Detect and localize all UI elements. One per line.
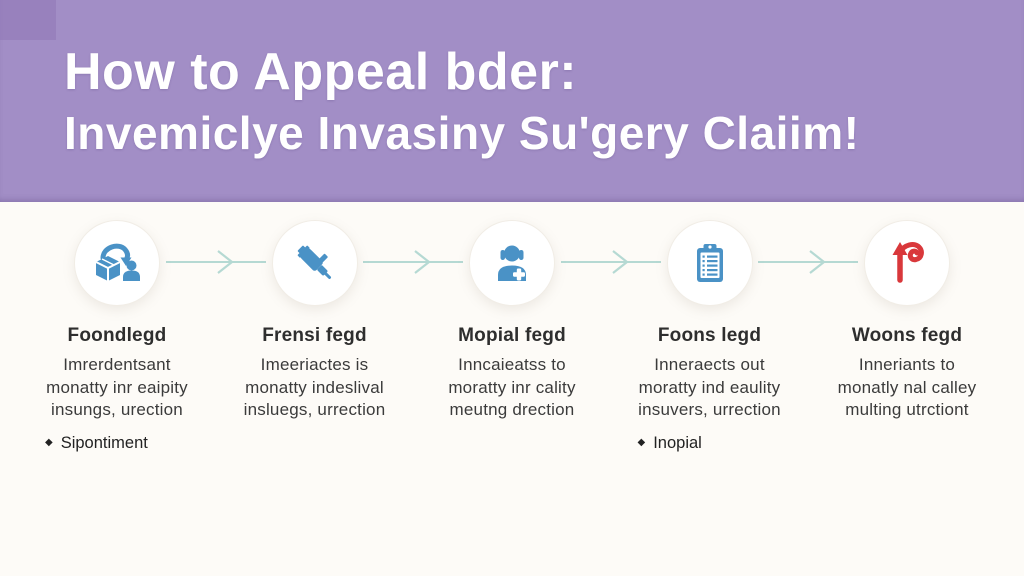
step-bullet-label: Inopial — [653, 433, 702, 452]
step-description-line: Inneraects out — [654, 355, 765, 374]
step-bullet: ◆ Inopial — [638, 434, 702, 453]
process-step-5: Woons fegd Inneriants to monatly nal cal… — [817, 220, 997, 453]
step-title: Foons legd — [657, 325, 762, 346]
step-description-line: Inneriants to — [858, 355, 956, 374]
step-description: Imrerdentsant monatty inr eaipity insung… — [46, 354, 188, 422]
flow-arrow-icon — [561, 250, 661, 274]
step-description-line: insluegs, urrection — [243, 400, 386, 420]
step-description-line: moratty ind eaulity — [638, 377, 781, 397]
step-icon-circle — [271, 220, 358, 306]
step-description: Imeeriactes is monatty indeslival inslue… — [244, 354, 386, 422]
step-description-line: Imrerdentsant — [63, 355, 171, 374]
syringe-icon — [297, 245, 331, 279]
step-bullet: ◆ Sipontiment — [45, 434, 148, 453]
step-title: Foondlegd — [67, 325, 167, 346]
flow-arrow-icon — [166, 250, 266, 274]
process-step-2: Frensi fegd Imeeriactes is monatty indes… — [225, 220, 405, 453]
step-description: Inneraects out moratty ind eaulity insuv… — [638, 354, 781, 422]
step-icon-circle — [469, 220, 555, 306]
step-description: Inncaieatss to moratty inr cality meutng… — [448, 354, 575, 422]
step-description-line: insuvers, urrection — [638, 400, 781, 420]
spiral-arrow-icon — [892, 242, 924, 283]
step-icon-circle — [666, 220, 753, 306]
clipboard-checklist-icon — [696, 244, 723, 282]
page-title-line2: Invemiclye Invasiny Su'gery Claiim! — [64, 107, 860, 159]
header-banner: How to Appeal bder: Invemiclye Invasiny … — [0, 0, 1024, 202]
step-description-line: monatty indeslival — [245, 377, 384, 397]
page-title-line1: How to Appeal bder: — [64, 43, 578, 101]
step-description: Inneriants to monatly nal calley multing… — [838, 354, 977, 422]
process-flow: Foondlegd Imrerdentsant monatty inr eaip… — [27, 220, 997, 453]
step-description-line: monatly nal calley — [837, 377, 977, 397]
step-description-line: Inncaieatss to — [458, 355, 566, 374]
process-step-1: Foondlegd Imrerdentsant monatty inr eaip… — [27, 220, 207, 453]
step-bullet-label: Sipontiment — [60, 433, 148, 452]
step-description-line: meutng drection — [449, 400, 575, 420]
step-title: Mopial fegd — [458, 325, 566, 346]
step-icon-circle — [864, 220, 950, 306]
diamond-bullet-icon: ◆ — [637, 437, 646, 449]
step-description-line: insungs, urection — [51, 400, 183, 420]
cube-refresh-person-icon — [95, 243, 140, 281]
diamond-bullet-icon: ◆ — [45, 437, 53, 449]
step-icon-circle — [74, 220, 160, 306]
flow-arrow-icon — [363, 250, 463, 274]
process-step-4: Foons legd Inneraects out moratty ind ea… — [620, 220, 800, 453]
step-description-line: monatty inr eaipity — [46, 377, 188, 397]
support-person-icon — [498, 245, 526, 281]
step-title: Woons fegd — [851, 325, 963, 346]
process-step-3: Mopial fegd Inncaieatss to moratty inr c… — [422, 220, 602, 453]
step-description-line: moratty inr cality — [448, 377, 576, 397]
step-description-line: multing utrctiont — [845, 400, 969, 420]
step-description-line: Imeeriactes is — [260, 355, 369, 374]
page-title: How to Appeal bder: Invemiclye Invasiny … — [64, 46, 859, 156]
step-title: Frensi fegd — [262, 325, 367, 346]
header-corner-accent — [0, 0, 56, 40]
flow-arrow-icon — [758, 250, 858, 274]
